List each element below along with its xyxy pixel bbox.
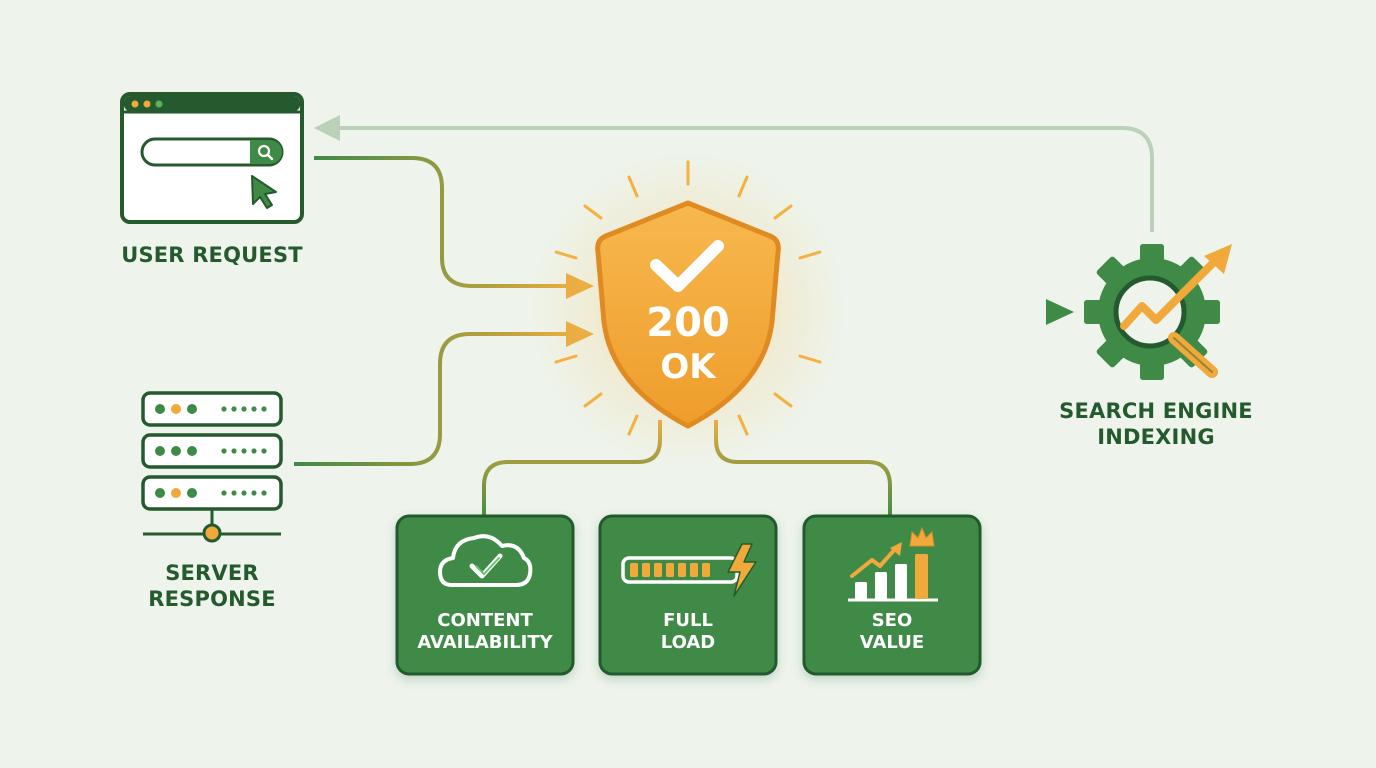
content-availability-line2: AVAILABILITY xyxy=(417,632,553,653)
content-availability-card: CONTENT AVAILABILITY xyxy=(397,610,573,654)
user-request-label-text: USER REQUEST xyxy=(121,243,303,267)
indexing-connector-arrow-head xyxy=(1046,299,1074,325)
full-load-line2: LOAD xyxy=(660,632,716,653)
seo-value-line1: SEO xyxy=(871,610,913,631)
server-response-label-line1: SERVER xyxy=(165,561,259,585)
search-engine-label-line2: INDEXING xyxy=(1097,425,1215,449)
full-load-line1: FULL xyxy=(663,610,713,631)
cursor-icon xyxy=(251,175,277,209)
status-text: OK xyxy=(660,347,716,387)
full-load-card-bg xyxy=(598,514,778,676)
status-code: 200 xyxy=(646,300,730,346)
feedback-arrow-head xyxy=(314,115,340,141)
glow-rays xyxy=(554,160,822,436)
search-icon xyxy=(250,140,282,164)
content-availability-card-bg xyxy=(395,514,575,676)
server-response-label: SERVER RESPONSE xyxy=(102,560,322,612)
progress-bolt-icon xyxy=(621,543,757,597)
feedback-arrow xyxy=(340,126,1154,232)
seo-value-line2: VALUE xyxy=(859,632,925,653)
seo-value-card: SEO VALUE xyxy=(804,610,980,654)
bar-chart-crown-icon xyxy=(848,526,938,602)
server-to-shield-connector xyxy=(294,332,570,466)
gear-search-trend-icon xyxy=(1084,244,1232,380)
server-rack-icon xyxy=(141,391,283,543)
shield-check-icon xyxy=(595,200,781,429)
user-request-label: USER REQUEST xyxy=(102,242,322,268)
seo-value-card-bg xyxy=(802,514,982,676)
full-load-card: FULL LOAD xyxy=(600,610,776,654)
search-engine-label-line1: SEARCH ENGINE xyxy=(1059,399,1253,423)
content-availability-line1: CONTENT xyxy=(437,610,533,631)
search-engine-indexing-label: SEARCH ENGINE INDEXING xyxy=(1026,398,1286,450)
server-response-label-line2: RESPONSE xyxy=(148,587,276,611)
user-to-shield-connector xyxy=(314,156,570,288)
cloud-check-icon xyxy=(438,534,533,587)
